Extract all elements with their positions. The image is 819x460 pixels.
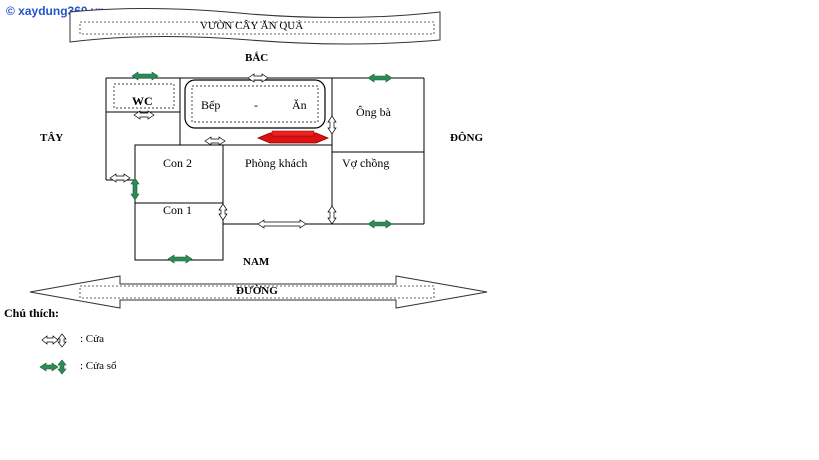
legend-door-h-icon	[41, 335, 59, 345]
room-wc: WC	[132, 94, 153, 108]
door-wc	[133, 110, 155, 120]
window-child2	[130, 177, 140, 201]
windows	[130, 71, 393, 264]
room-child2: Con 2	[163, 156, 193, 170]
room-child1: Con 1	[163, 203, 193, 217]
door-child1	[218, 203, 228, 221]
direction-north: BẮC	[245, 52, 269, 64]
direction-east: ĐÔNG	[450, 132, 483, 144]
door-kitchen	[204, 136, 226, 146]
window-child1	[167, 254, 193, 264]
direction-south: NAM	[243, 256, 270, 268]
room-kitchen-right: Ăn	[292, 98, 307, 112]
direction-west: TÂY	[40, 132, 64, 144]
top-banner-label: VƯỜN CÂY ĂN QUẢ	[200, 20, 304, 32]
doors	[109, 73, 337, 229]
room-kitchen-sep: -	[254, 98, 258, 112]
legend-title: Chú thích:	[4, 306, 60, 320]
door-living-bottom	[257, 219, 307, 229]
bottom-banner-label: ĐƯỜNG	[236, 285, 278, 297]
door-top	[247, 73, 269, 83]
legend-icons	[39, 333, 67, 375]
room-grandparents: Ông bà	[356, 105, 391, 119]
legend-door-label: : Cửa	[80, 333, 104, 345]
window-wc	[131, 71, 159, 81]
legend-window-h-icon	[39, 362, 59, 372]
altar-banner	[256, 130, 330, 144]
door-grandparents	[327, 115, 337, 135]
door-side	[109, 173, 131, 183]
room-living: Phòng khách	[245, 156, 308, 170]
room-kitchen-left: Bếp	[201, 98, 221, 112]
legend-door-v-icon	[57, 333, 67, 348]
window-couple	[367, 219, 393, 229]
legend-window-label: : Cửa sổ	[80, 360, 117, 372]
bottom-road-arrow	[29, 275, 488, 309]
legend-window-v-icon	[57, 359, 67, 375]
top-banner	[69, 7, 441, 45]
window-grandparents	[367, 73, 393, 83]
room-couple: Vợ chồng	[342, 156, 390, 170]
door-couple	[327, 205, 337, 225]
